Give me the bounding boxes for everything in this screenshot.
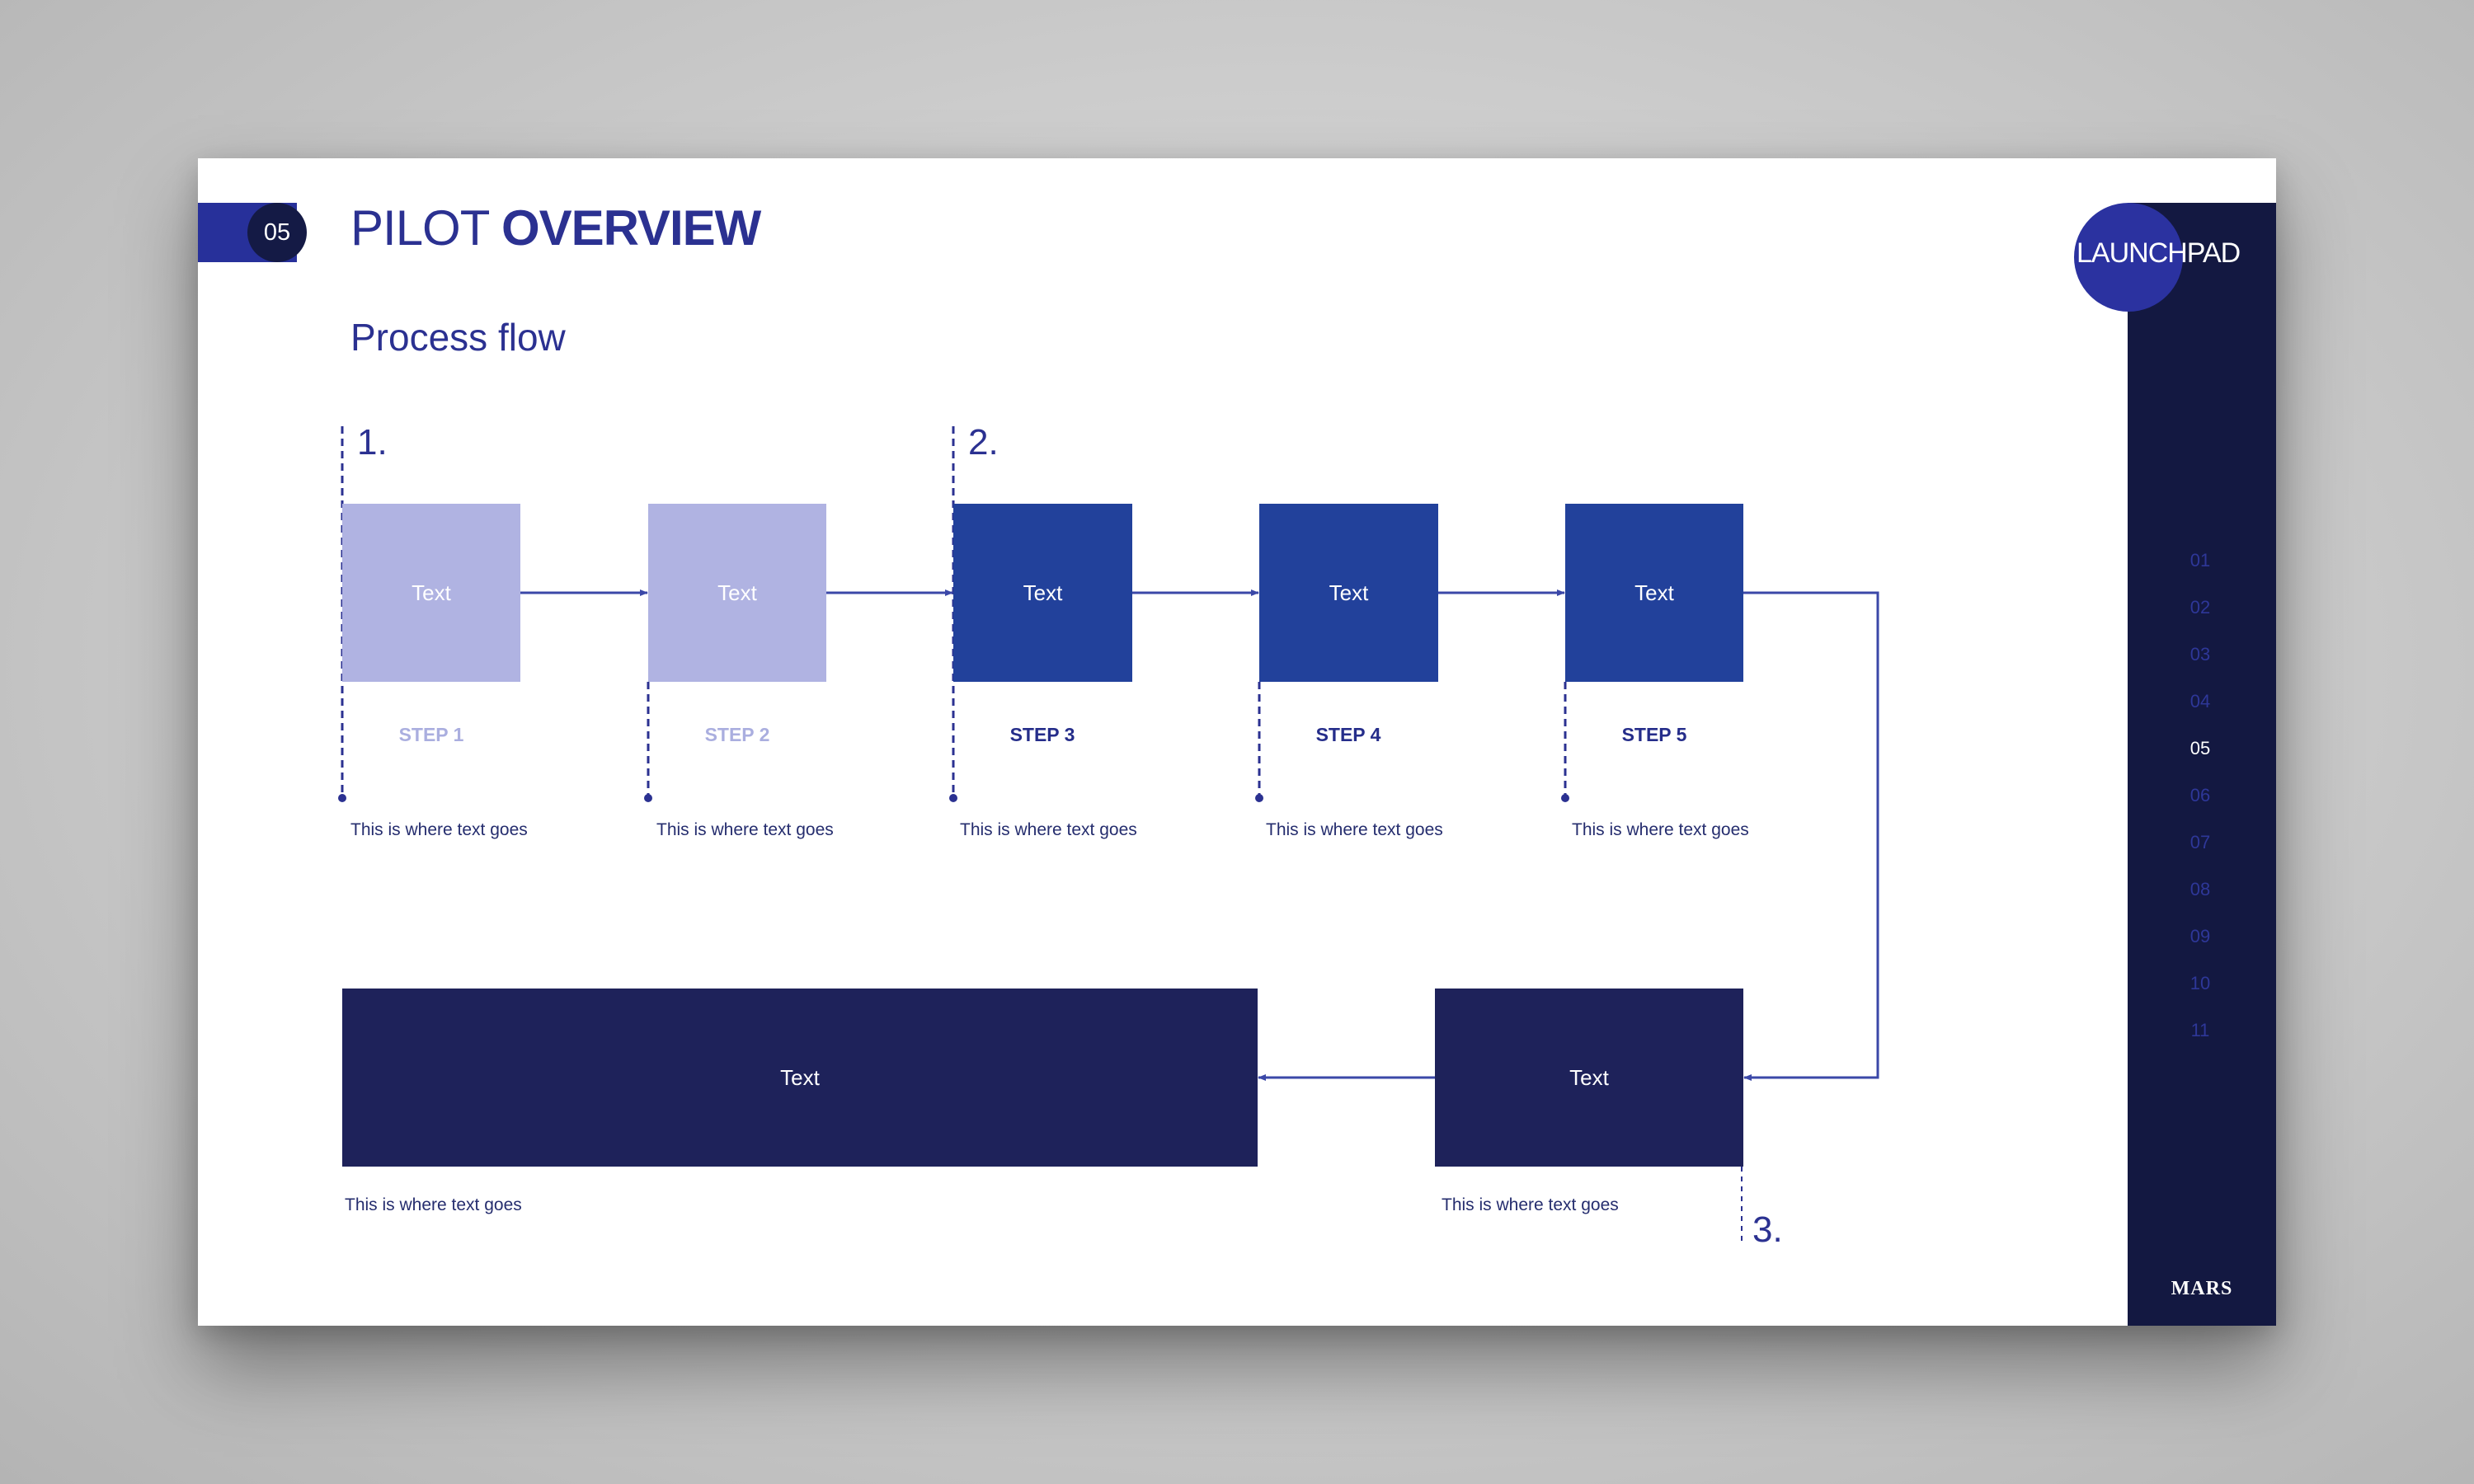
bottom-left-description: This is where text goes	[345, 1195, 522, 1214]
connector-dot	[338, 794, 346, 802]
connector-dot	[644, 794, 652, 802]
mars-logo: MARS	[2171, 1278, 2233, 1299]
sidebar-nav	[2128, 203, 2276, 1326]
step-1-label: STEP 1	[398, 724, 464, 745]
arrow-step5-bottom-right	[1743, 591, 1879, 1081]
nav-item-08[interactable]: 08	[2189, 879, 2211, 899]
bottom-right-box: Text	[1435, 989, 1743, 1167]
step-2-description: This is where text goes	[656, 820, 834, 839]
page-title-bold: OVERVIEW	[501, 200, 761, 256]
nav-item-04[interactable]: 04	[2189, 691, 2211, 711]
step-3-box: Text	[953, 504, 1132, 682]
section-number-badge: 05	[247, 203, 307, 262]
step-4-label: STEP 4	[1315, 724, 1381, 745]
nav-item-05[interactable]: 05	[2189, 738, 2211, 758]
nav-item-02[interactable]: 02	[2189, 597, 2211, 618]
nav-item-11[interactable]: 11	[2190, 1020, 2210, 1040]
step-2-box: Text	[648, 504, 826, 682]
nav-item-03[interactable]: 03	[2189, 644, 2211, 665]
step-5-box: Text	[1565, 504, 1743, 682]
launchpad-logo: LAUNCHPAD	[2077, 237, 2241, 269]
step-4-description: This is where text goes	[1266, 820, 1443, 839]
phase-marker-3: 3.	[1752, 1209, 1783, 1250]
page-subtitle: Process flow	[350, 316, 566, 359]
step-5-label: STEP 5	[1621, 724, 1687, 745]
step-3-description: This is where text goes	[960, 820, 1137, 839]
launchpad-logo-circle	[2074, 203, 2183, 312]
nav-item-10[interactable]: 10	[2189, 973, 2211, 993]
step-3-label: STEP 3	[1009, 724, 1075, 745]
nav-item-06[interactable]: 06	[2189, 785, 2211, 805]
step-2-label: STEP 2	[704, 724, 770, 745]
step-5-description: This is where text goes	[1572, 820, 1749, 839]
connector-dot	[1561, 794, 1569, 802]
phase-marker-1: 1.	[357, 422, 388, 463]
step-4-box: Text	[1259, 504, 1438, 682]
slide: 05 PILOT OVERVIEW Process flow LAUNCHPAD…	[198, 158, 2276, 1326]
step-1-box: Text	[342, 504, 520, 682]
step-1-description: This is where text goes	[350, 820, 528, 839]
nav-item-09[interactable]: 09	[2189, 926, 2211, 946]
phase-marker-2: 2.	[968, 422, 999, 463]
connector-dot	[949, 794, 957, 802]
page-title: PILOT OVERVIEW	[350, 200, 761, 256]
nav-item-07[interactable]: 07	[2189, 832, 2211, 852]
bottom-left-box: Text	[342, 989, 1258, 1167]
connector-dot	[1255, 794, 1263, 802]
page-title-light: PILOT	[350, 200, 501, 256]
bottom-right-description: This is where text goes	[1442, 1195, 1619, 1214]
nav-item-01[interactable]: 01	[2189, 550, 2211, 571]
